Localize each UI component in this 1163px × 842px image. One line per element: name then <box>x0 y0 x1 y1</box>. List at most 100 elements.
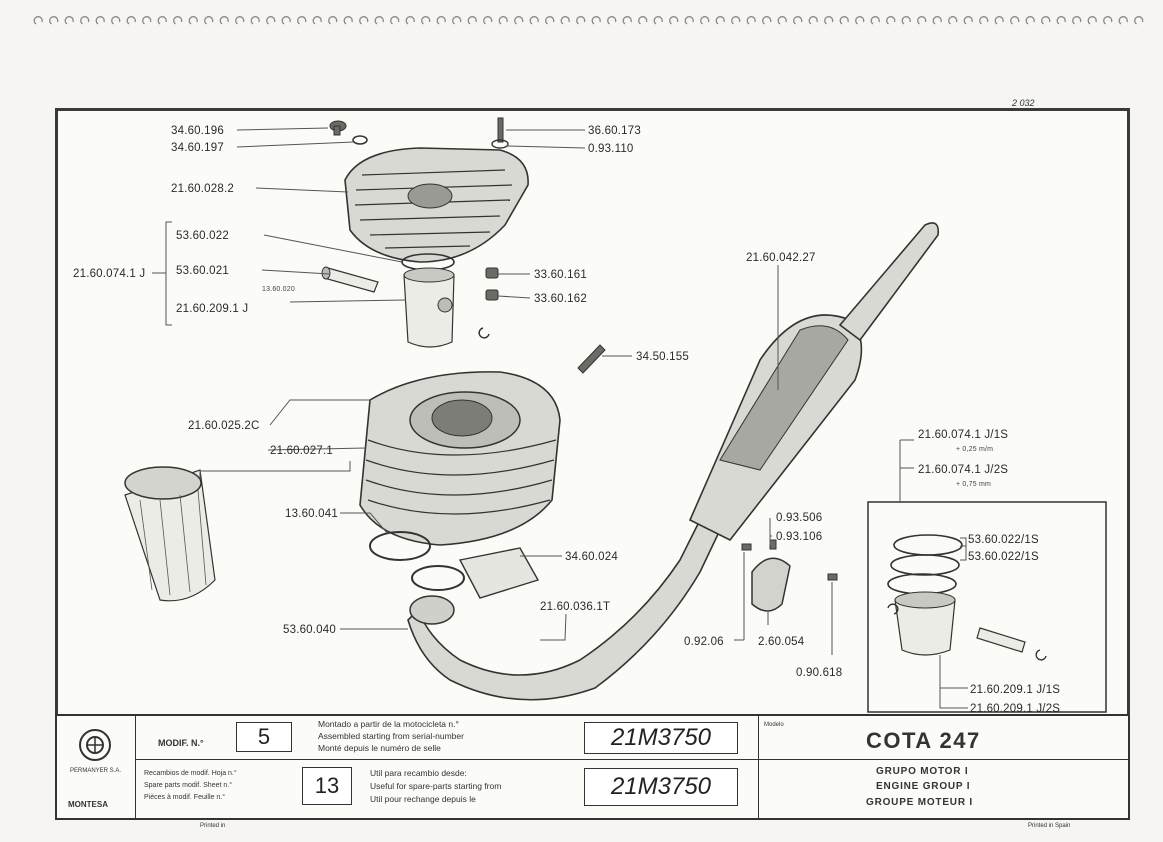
binding-hole <box>452 16 462 25</box>
tb-divider-3 <box>135 759 758 760</box>
pn-0-93-106: 0.93.106 <box>776 531 822 543</box>
binding-hole <box>1056 16 1066 25</box>
binding-hole <box>638 16 648 25</box>
mounted-es: Montado a partir de la motocicleta n.° <box>318 719 459 729</box>
serial-spares: 21M3750 <box>584 768 738 806</box>
binding-hole <box>746 16 756 25</box>
oversize-clip-left <box>887 603 899 615</box>
page-ref: 2 032 <box>1012 98 1035 108</box>
binding-hole <box>607 16 617 25</box>
pn-53-60-021: 53.60.021 <box>176 265 229 277</box>
binding-hole <box>328 16 338 25</box>
binding-hole <box>979 16 989 25</box>
pn-36-60-173: 36.60.173 <box>588 125 641 137</box>
binding-hole <box>963 16 973 25</box>
binding-hole <box>250 16 260 25</box>
binding-hole <box>483 16 493 25</box>
binding-hole <box>560 16 570 25</box>
spring-ring <box>411 565 465 591</box>
company-name: MONTESA <box>68 800 108 809</box>
binding-hole <box>948 16 958 25</box>
binding-hole <box>684 16 694 25</box>
pn-oversize-1: 21.60.074.1 J/1S <box>918 429 1008 441</box>
binding-hole <box>901 16 911 25</box>
binding-hole <box>700 16 710 25</box>
binding-hole <box>126 16 136 25</box>
binding-hole <box>467 16 477 25</box>
binding-hole <box>297 16 307 25</box>
useful-fr: Util pour rechange depuis le <box>370 794 476 804</box>
exhaust-pipe <box>407 518 722 701</box>
binding-hole <box>95 16 105 25</box>
binding-hole <box>715 16 725 25</box>
oversize-piston <box>894 591 956 656</box>
binding-hole <box>1134 16 1144 25</box>
binding-hole <box>312 16 322 25</box>
sheet-line-3: Pièces à modif. Feuille n.° <box>144 794 226 801</box>
binding-hole <box>777 16 787 25</box>
pn-34-50-155: 34.50.155 <box>636 351 689 363</box>
pn-53-60-022: 53.60.022 <box>176 230 229 242</box>
binding-hole <box>33 16 43 25</box>
spiral-binding <box>33 16 1144 25</box>
binding-hole <box>669 16 679 25</box>
binding-hole <box>793 16 803 25</box>
pn-ring-o1: 53.60.022/1S <box>968 534 1039 546</box>
sheet-line-1: Recambios de modif. Hoja n.° <box>144 770 237 777</box>
piston-pin <box>321 266 379 293</box>
tb-divider-4 <box>758 759 1130 760</box>
binding-hole <box>405 16 415 25</box>
cylinder-head <box>344 147 529 263</box>
binding-hole <box>64 16 74 25</box>
pn-13-60-020: 13.60.020 <box>262 286 295 293</box>
pn-34-60-024: 34.60.024 <box>565 551 618 563</box>
binding-hole <box>266 16 276 25</box>
binding-hole <box>1041 16 1051 25</box>
company-logo <box>79 729 111 761</box>
useful-en: Useful for spare-parts starting from <box>370 781 502 791</box>
binding-hole <box>235 16 245 25</box>
exhaust-gasket <box>369 531 431 561</box>
binding-hole <box>994 16 1004 25</box>
binding-hole <box>421 16 431 25</box>
binding-hole <box>855 16 865 25</box>
pn-33-60-162: 33.60.162 <box>534 293 587 305</box>
binding-hole <box>731 16 741 25</box>
binding-hole <box>80 16 90 25</box>
binding-hole <box>436 16 446 25</box>
exhaust-flange <box>458 547 540 599</box>
binding-hole <box>498 16 508 25</box>
pn-33-60-161: 33.60.161 <box>534 269 587 281</box>
binding-hole <box>173 16 183 25</box>
pn-21-60-042-27: 21.60.042.27 <box>746 252 816 264</box>
head-stud <box>491 117 509 149</box>
binding-hole <box>1103 16 1113 25</box>
pn-0-90-618: 0.90.618 <box>796 667 842 679</box>
cylinder-liner <box>124 466 216 602</box>
binding-hole <box>49 16 59 25</box>
pn-13-60-041: 13.60.041 <box>285 508 338 520</box>
pn-oversize-2-note: + 0,75 mm <box>956 481 991 488</box>
serial-mounted: 21M3750 <box>584 722 738 754</box>
head-screw <box>329 120 347 136</box>
binding-hole <box>111 16 121 25</box>
sheet-value: 13 <box>302 767 352 805</box>
binding-hole <box>1087 16 1097 25</box>
binding-hole <box>142 16 152 25</box>
head-washer <box>352 135 368 145</box>
mounted-fr: Monté depuis le numéro de selle <box>318 743 441 753</box>
binding-hole <box>870 16 880 25</box>
footer-right: Printed in Spain <box>1028 823 1071 829</box>
pn-2-60-054: 2.60.054 <box>758 636 805 648</box>
group-en: ENGINE GROUP I <box>876 781 971 792</box>
exhaust-clamp <box>741 539 838 612</box>
binding-hole <box>839 16 849 25</box>
tb-divider-1 <box>135 714 136 820</box>
oversize-pin <box>976 627 1026 653</box>
modif-label: MODIF. N.° <box>158 738 204 748</box>
binding-hole <box>343 16 353 25</box>
drawing-frame <box>55 108 1130 820</box>
circlip <box>478 327 490 339</box>
